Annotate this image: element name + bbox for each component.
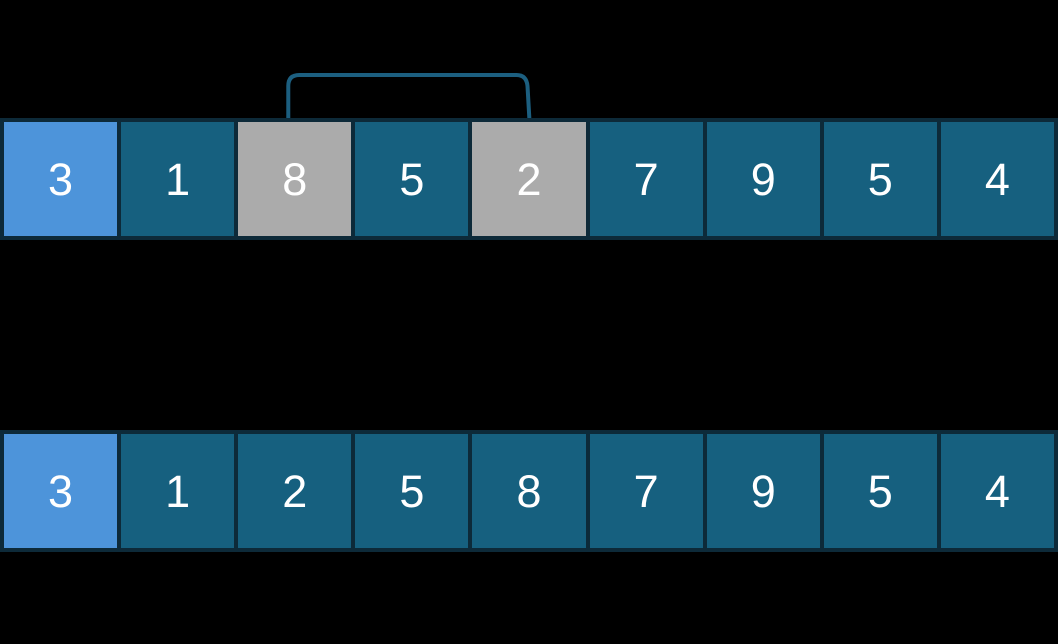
array-cell: 7 (589, 122, 703, 236)
array-cell: 2 (238, 434, 352, 548)
array-cell: 1 (121, 434, 235, 548)
array-cell-value: 9 (750, 153, 776, 205)
array-cell-value: 5 (399, 465, 425, 517)
array-cell: 8 (472, 434, 586, 548)
array-cell-value: 7 (633, 153, 659, 205)
array-cell: 5 (823, 122, 937, 236)
array-cell-value: 2 (516, 153, 542, 205)
array-cell-value: 3 (48, 153, 74, 205)
array-cell-value: 7 (633, 465, 659, 517)
array-cell-value: 4 (984, 153, 1010, 205)
array-cell-value: 1 (165, 465, 191, 517)
array-cell: 8 (238, 122, 352, 236)
array-row-before-swap: 3 1 8 5 2 7 9 5 4 (0, 118, 1058, 240)
array-cell: 1 (121, 122, 235, 236)
array-cell: 7 (589, 434, 703, 548)
array-cell-value: 3 (48, 465, 74, 517)
array-cell-value: 8 (282, 153, 308, 205)
array-cell-value: 4 (984, 465, 1010, 517)
array-cell-value: 1 (165, 153, 191, 205)
array-cell: 9 (706, 122, 820, 236)
array-cell-value: 2 (282, 465, 308, 517)
swap-bracket-icon (286, 73, 532, 122)
array-cell: 5 (355, 122, 469, 236)
array-cell: 2 (472, 122, 586, 236)
array-cell-value: 5 (399, 153, 425, 205)
array-row-after-swap: 3 1 2 5 8 7 9 5 4 (0, 430, 1058, 552)
array-cell-value: 5 (867, 465, 893, 517)
array-cell: 4 (940, 434, 1054, 548)
array-cell-value: 9 (750, 465, 776, 517)
array-cell-value: 8 (516, 465, 542, 517)
array-cell: 4 (940, 122, 1054, 236)
array-cell: 5 (355, 434, 469, 548)
array-cell-value: 5 (867, 153, 893, 205)
array-cell: 9 (706, 434, 820, 548)
array-cell: 3 (4, 434, 118, 548)
array-cell: 5 (823, 434, 937, 548)
array-cell: 3 (4, 122, 118, 236)
